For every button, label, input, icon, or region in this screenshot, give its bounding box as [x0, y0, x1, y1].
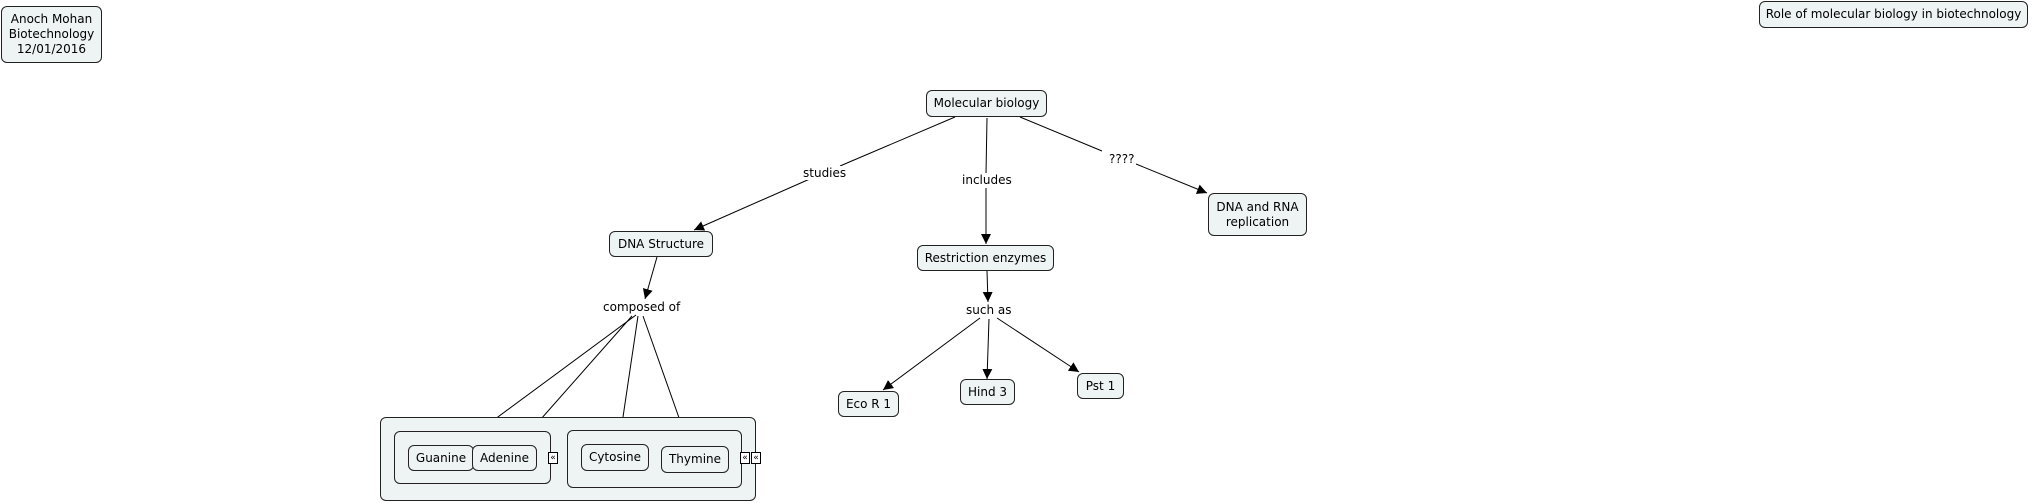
concept-pst1[interactable]: Pst 1	[1077, 373, 1124, 399]
link-suchas-ecor1	[882, 317, 981, 391]
link-suchas-pst1	[996, 317, 1080, 373]
chevron-left-icon: «	[548, 452, 558, 464]
link-root-includes	[985, 117, 988, 175]
link-label-composed-of: composed of	[601, 300, 683, 314]
author-info-box: Anoch Mohan Biotechnology 12/01/2016	[1, 6, 102, 63]
link-dna-composed	[642, 256, 658, 300]
concept-adenine[interactable]: Adenine	[472, 445, 537, 471]
concept-guanine[interactable]: Guanine	[408, 445, 474, 471]
link-label-includes: includes	[960, 173, 1014, 187]
map-title-box: Role of molecular biology in biotechnolo…	[1759, 1, 2028, 28]
link-re-suchas	[982, 270, 993, 303]
concept-dna-structure[interactable]: DNA Structure	[609, 231, 713, 257]
concept-molecular-biology[interactable]: Molecular biology	[926, 90, 1047, 117]
link-label-such-as: such as	[964, 303, 1014, 317]
concept-dna-rna-replication[interactable]: DNA and RNA replication	[1208, 193, 1307, 236]
link-unknown-replication	[1135, 163, 1208, 194]
link-root-unknown	[1019, 116, 1103, 152]
concept-eco-r1[interactable]: Eco R 1	[838, 391, 899, 417]
link-root-studies	[839, 116, 956, 167]
link-studies-dna	[693, 177, 813, 231]
link-label-studies: studies	[801, 166, 849, 180]
expand-pyrimidines-toggle[interactable]: « «	[740, 452, 761, 464]
concept-thymine[interactable]: Thymine	[661, 446, 729, 473]
concept-hind3[interactable]: Hind 3	[960, 379, 1015, 405]
expand-purines-toggle[interactable]: «	[548, 452, 558, 464]
concept-cytosine[interactable]: Cytosine	[581, 444, 649, 471]
concept-restriction-enzymes[interactable]: Restriction enzymes	[917, 245, 1054, 271]
chevron-left-icon: «	[740, 452, 750, 464]
chevron-left-icon: «	[751, 452, 761, 464]
link-label-unknown: ????	[1107, 152, 1137, 166]
link-suchas-hind3	[982, 318, 993, 380]
